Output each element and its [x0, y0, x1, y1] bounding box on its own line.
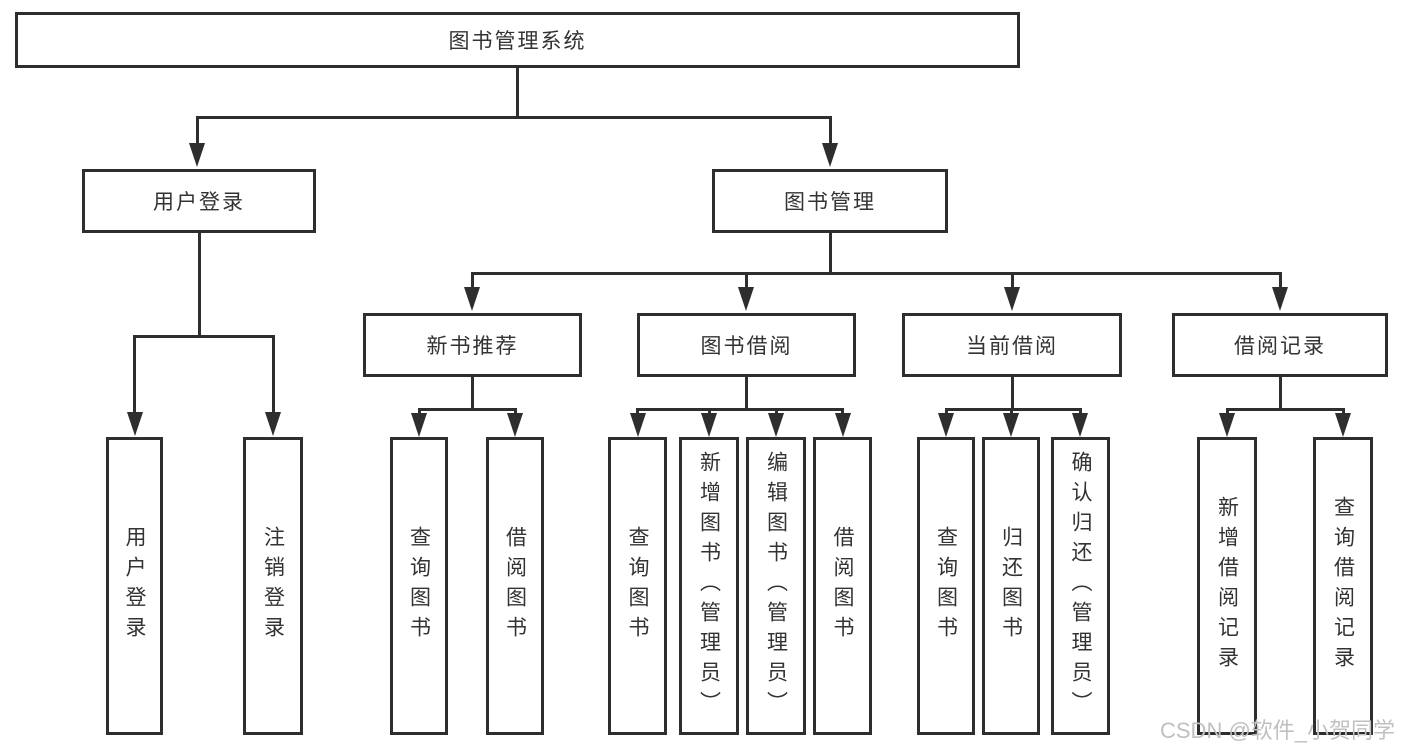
connector-line — [744, 272, 748, 290]
node-borrow-record: 借阅记录 — [1172, 313, 1388, 377]
arrow-down-icon — [189, 143, 205, 167]
node-leaf-user-login: 用户登录 — [106, 437, 163, 735]
connector-line — [1225, 408, 1345, 411]
arrow-down-icon — [768, 413, 784, 437]
node-label: 用户登录 — [153, 191, 245, 214]
connector-line — [470, 377, 474, 410]
connector-line — [1009, 408, 1013, 416]
connector-line — [744, 377, 748, 410]
connector-line — [828, 233, 832, 275]
node-leaf-query-book-borrow: 查询图书 — [608, 437, 667, 735]
node-label: 借阅图书 — [831, 526, 854, 646]
arrow-down-icon — [1219, 413, 1235, 437]
connector-line — [944, 408, 1082, 411]
node-label: 新增图书（管理员） — [697, 451, 721, 721]
connector-line — [707, 408, 711, 416]
node-book-borrow: 图书借阅 — [637, 313, 856, 377]
node-user-login: 用户登录 — [82, 169, 316, 233]
connector-line — [636, 408, 844, 411]
arrow-down-icon — [938, 413, 954, 437]
arrow-down-icon — [822, 143, 838, 167]
node-leaf-query-borrow-record: 查询借阅记录 — [1313, 437, 1373, 735]
connector-line — [470, 272, 474, 290]
node-leaf-edit-book-admin: 编辑图书（管理员） — [746, 437, 806, 735]
node-label: 图书管理系统 — [448, 30, 587, 53]
node-leaf-add-borrow-record: 新增借阅记录 — [1197, 437, 1257, 735]
node-label: 编辑图书（管理员） — [764, 451, 788, 721]
arrow-down-icon — [629, 413, 646, 437]
node-label: 当前借阅 — [966, 335, 1058, 358]
connector-line — [417, 408, 421, 416]
connector-line — [1278, 272, 1282, 290]
arrow-down-icon — [1003, 413, 1019, 437]
node-label: 确认归还（管理员） — [1069, 451, 1092, 721]
arrow-down-icon — [738, 287, 754, 311]
arrow-down-icon — [507, 413, 523, 437]
arrow-down-icon — [834, 413, 851, 437]
node-leaf-logout-login: 注销登录 — [243, 437, 303, 735]
node-label: 图书管理 — [784, 191, 876, 214]
connector-line — [133, 335, 136, 414]
arrow-down-icon — [126, 412, 143, 436]
connector-line — [828, 116, 832, 146]
node-label: 新增借阅记录 — [1215, 496, 1239, 676]
node-leaf-return-book: 归还图书 — [982, 437, 1040, 735]
node-leaf-borrow-book-newrec: 借阅图书 — [486, 437, 544, 735]
arrow-down-icon — [411, 413, 427, 437]
node-leaf-query-book-newrec: 查询图书 — [390, 437, 448, 735]
connector-line — [271, 335, 275, 414]
arrow-down-icon — [1335, 413, 1351, 437]
node-label: 归还图书 — [999, 526, 1023, 646]
node-label: 查询图书 — [407, 526, 431, 646]
connector-line — [841, 408, 844, 416]
arrow-down-icon — [464, 287, 480, 311]
node-leaf-add-book-admin: 新增图书（管理员） — [679, 437, 739, 735]
node-label: 借阅图书 — [503, 526, 527, 646]
connector-line — [1010, 272, 1014, 290]
node-label: 查询图书 — [934, 526, 958, 646]
node-label: 借阅记录 — [1234, 335, 1326, 358]
node-label: 用户登录 — [123, 526, 146, 646]
arrow-down-icon — [701, 413, 717, 437]
connector-line — [944, 408, 948, 416]
connector-line — [1010, 377, 1014, 410]
connector-line — [513, 408, 517, 416]
arrow-down-icon — [265, 412, 281, 436]
node-book-management: 图书管理 — [712, 169, 948, 233]
connector-line — [195, 116, 199, 146]
connector-line — [515, 68, 519, 118]
node-label: 图书借阅 — [700, 335, 793, 358]
connector-line — [1341, 408, 1345, 416]
node-label: 查询图书 — [626, 526, 649, 646]
node-label: 新书推荐 — [426, 335, 519, 358]
connector-line — [470, 272, 1282, 275]
connector-line — [636, 408, 639, 416]
node-new-book-recommend: 新书推荐 — [363, 313, 582, 377]
connector-line — [1278, 377, 1282, 410]
connector-line — [133, 335, 275, 338]
connector-line — [1225, 408, 1229, 416]
node-root: 图书管理系统 — [15, 12, 1020, 68]
node-label: 查询借阅记录 — [1331, 496, 1355, 676]
node-current-borrow: 当前借阅 — [902, 313, 1122, 377]
node-leaf-query-book-current: 查询图书 — [917, 437, 975, 735]
arrow-down-icon — [1004, 287, 1020, 311]
csdn-watermark: CSDN @软件_小贺同学 — [1160, 718, 1396, 743]
node-leaf-confirm-return-admin: 确认归还（管理员） — [1051, 437, 1110, 735]
node-label: 注销登录 — [261, 526, 285, 646]
connector-line — [774, 408, 778, 416]
connector-line — [1079, 408, 1082, 416]
arrow-down-icon — [1272, 287, 1288, 311]
connector-line — [197, 233, 201, 337]
connector-line — [195, 116, 832, 119]
node-leaf-borrow-book-borrow: 借阅图书 — [813, 437, 872, 735]
connector-line — [417, 408, 517, 411]
arrow-down-icon — [1072, 413, 1088, 437]
